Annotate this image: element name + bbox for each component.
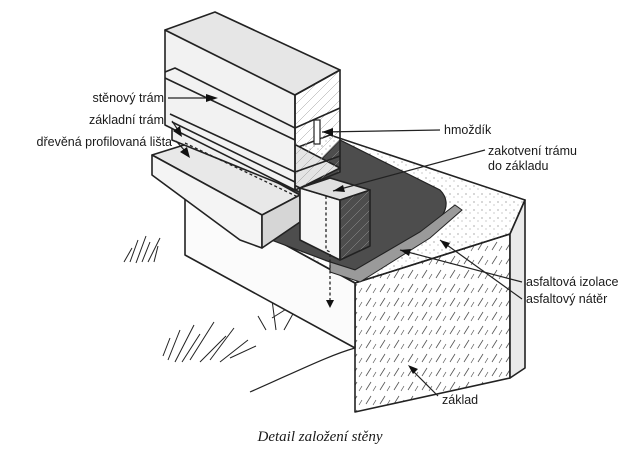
leader-foundation bbox=[411, 369, 439, 397]
label-base-beam: základní trám bbox=[89, 113, 164, 127]
anchor-rod-tip bbox=[326, 300, 334, 308]
wall-beam-groove-2 bbox=[164, 77, 296, 141]
label-profiled-strip: dřevěná profilovaná lišta bbox=[37, 135, 173, 149]
dowel-pin bbox=[313, 119, 321, 145]
arrow-anchoring bbox=[333, 185, 345, 192]
asphalt-coating-strip bbox=[329, 204, 463, 283]
anchor-rod-hidden bbox=[325, 196, 331, 300]
leader-anchoring bbox=[332, 149, 486, 192]
label-asphalt-insulation: asfaltová izolace bbox=[526, 275, 618, 289]
wall-beam-groove-4 bbox=[171, 121, 296, 183]
profiled-strip-front bbox=[151, 154, 263, 249]
arrow-asphalt-coating bbox=[440, 240, 450, 249]
arrow-wall-beam bbox=[206, 94, 218, 102]
arrow-dowel bbox=[322, 128, 333, 136]
label-anchoring-line2: do základu bbox=[488, 159, 549, 173]
wall-beam-groove-3 bbox=[169, 113, 341, 173]
base-beam-stub-top bbox=[299, 177, 371, 201]
label-dowel: hmoždík bbox=[444, 123, 492, 137]
strip-fixing-hidden bbox=[184, 142, 301, 199]
ground-line bbox=[249, 347, 356, 393]
label-anchoring-line1: zakotvení trámu bbox=[488, 144, 577, 158]
leader-asphalt-coating bbox=[439, 239, 523, 300]
grass-tuft-left bbox=[123, 235, 161, 264]
wall-beam-groove-1 bbox=[164, 67, 341, 129]
arrow-asphalt-insulation bbox=[400, 249, 411, 256]
arrow-base-beam bbox=[173, 126, 182, 137]
arrow-profiled-strip bbox=[180, 147, 190, 158]
arrow-foundation bbox=[408, 365, 418, 374]
grass-tuft-bottom bbox=[162, 321, 257, 363]
label-foundation: základ bbox=[442, 393, 478, 407]
label-asphalt-coating: asfaltový nátěr bbox=[526, 292, 607, 306]
leader-asphalt-insulation bbox=[399, 249, 523, 283]
leader-dowel bbox=[321, 129, 441, 133]
foundation-right-edge bbox=[509, 199, 526, 379]
label-wall-beam: stěnový trám bbox=[92, 91, 164, 105]
figure-caption: Detail založení stěny bbox=[257, 429, 383, 445]
